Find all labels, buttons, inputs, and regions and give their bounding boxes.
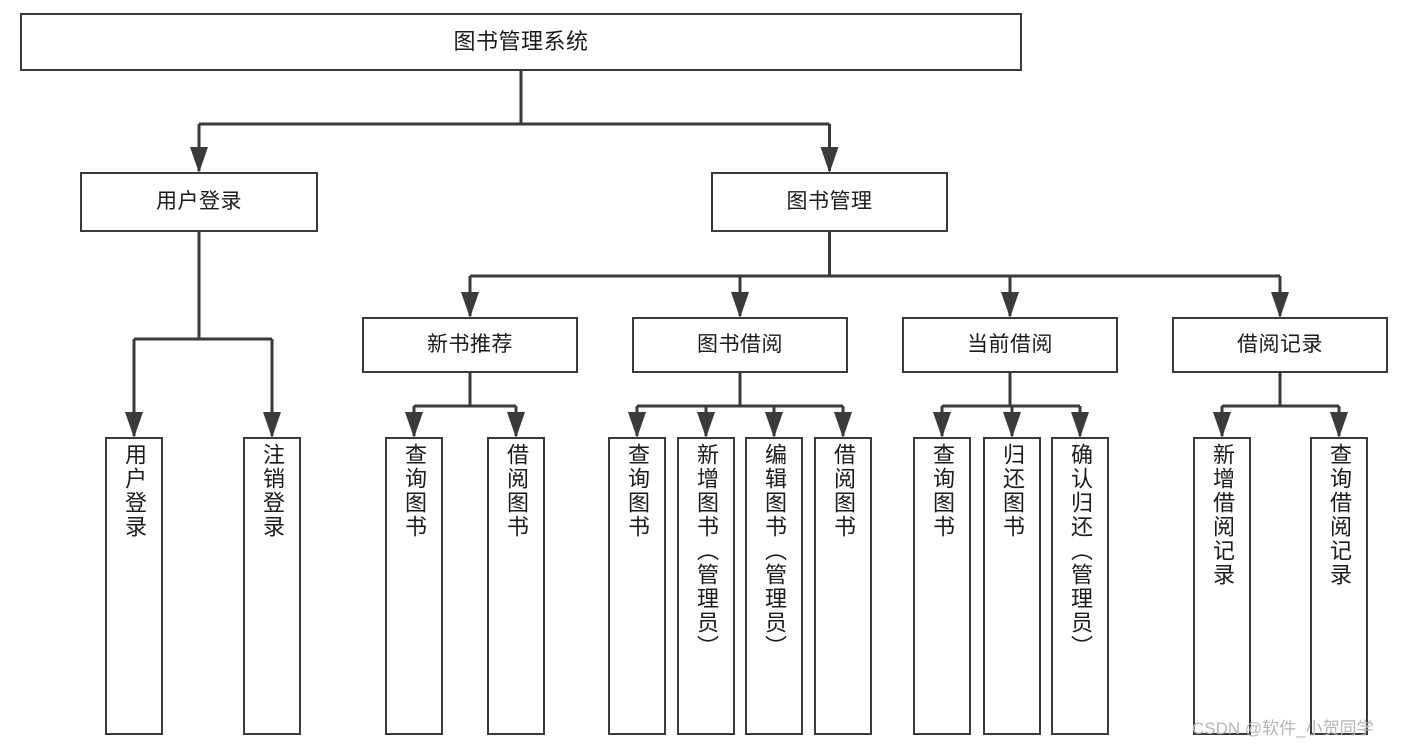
node-label-leaf-edit-book: 编辑图书（管理员）: [762, 443, 787, 659]
arrowhead-book-manage: [820, 147, 839, 173]
node-label-leaf-add-record: 新增借阅记录: [1210, 443, 1235, 587]
node-label-leaf-borrow-book-2: 借阅图书: [831, 443, 856, 539]
node-leaf-query-book-1[interactable]: 查询图书: [385, 437, 443, 735]
node-label-leaf-add-book: 新增图书（管理员）: [694, 443, 719, 659]
node-leaf-logout[interactable]: 注销登录: [243, 437, 301, 735]
node-borrow-record[interactable]: 借阅记录: [1172, 317, 1388, 373]
node-label-book-manage: 图书管理: [786, 189, 873, 213]
node-root[interactable]: 图书管理系统: [20, 13, 1022, 71]
node-label-user-login: 用户登录: [156, 189, 242, 213]
arrowhead-leaf-query-book-2: [628, 412, 646, 438]
arrowhead-borrow-record: [1271, 292, 1289, 318]
node-label-new-book-rec: 新书推荐: [427, 332, 513, 356]
node-book-borrow[interactable]: 图书借阅: [632, 317, 848, 373]
node-label-leaf-query-book-3: 查询图书: [930, 443, 955, 539]
node-user-login[interactable]: 用户登录: [80, 172, 318, 232]
csdn-watermark: CSDN @软件_小贺同学: [1192, 719, 1374, 738]
arrowhead-leaf-query-record: [1330, 412, 1348, 438]
node-leaf-add-record[interactable]: 新增借阅记录: [1193, 437, 1251, 735]
node-leaf-user-login[interactable]: 用户登录: [105, 437, 163, 735]
node-leaf-borrow-book-1[interactable]: 借阅图书: [487, 437, 545, 735]
arrowhead-leaf-return-book: [1003, 412, 1021, 438]
arrowhead-leaf-add-record: [1213, 412, 1231, 438]
arrowhead-leaf-borrow-book-2: [834, 412, 852, 438]
arrowhead-current-borrow: [1001, 292, 1019, 318]
arrowhead-leaf-user-login: [125, 412, 143, 438]
arrowhead-leaf-logout: [263, 412, 281, 438]
node-book-manage[interactable]: 图书管理: [711, 172, 948, 232]
node-label-root: 图书管理系统: [453, 29, 589, 55]
arrowhead-user-login: [190, 147, 208, 173]
node-label-book-borrow: 图书借阅: [697, 332, 783, 356]
node-label-leaf-query-record: 查询借阅记录: [1327, 443, 1352, 587]
node-leaf-edit-book[interactable]: 编辑图书（管理员）: [745, 437, 803, 735]
node-leaf-add-book[interactable]: 新增图书（管理员）: [677, 437, 735, 735]
node-leaf-query-book-3[interactable]: 查询图书: [913, 437, 971, 735]
node-leaf-query-book-2[interactable]: 查询图书: [608, 437, 666, 735]
arrowhead-new-book-rec: [461, 292, 479, 318]
node-new-book-rec[interactable]: 新书推荐: [362, 317, 578, 373]
node-label-current-borrow: 当前借阅: [967, 332, 1053, 356]
node-label-leaf-logout: 注销登录: [260, 443, 285, 539]
arrowhead-leaf-confirm-ret: [1071, 412, 1089, 438]
node-label-leaf-borrow-book-1: 借阅图书: [504, 443, 529, 539]
node-label-borrow-record: 借阅记录: [1237, 332, 1323, 356]
node-label-leaf-query-book-1: 查询图书: [402, 443, 427, 539]
arrowhead-book-borrow: [731, 292, 749, 318]
node-label-leaf-confirm-ret: 确认归还（管理员）: [1068, 443, 1093, 659]
node-leaf-confirm-ret[interactable]: 确认归还（管理员）: [1051, 437, 1109, 735]
node-label-leaf-user-login: 用户登录: [122, 443, 147, 539]
node-label-leaf-query-book-2: 查询图书: [625, 443, 650, 539]
arrowhead-leaf-add-book: [697, 412, 715, 438]
node-current-borrow[interactable]: 当前借阅: [902, 317, 1118, 373]
arrowhead-leaf-edit-book: [765, 412, 783, 438]
node-leaf-return-book[interactable]: 归还图书: [983, 437, 1041, 735]
arrowhead-leaf-query-book-3: [933, 412, 951, 438]
arrowhead-leaf-borrow-book-1: [507, 412, 525, 438]
arrowhead-leaf-query-book-1: [405, 412, 423, 438]
node-leaf-query-record[interactable]: 查询借阅记录: [1310, 437, 1368, 735]
node-leaf-borrow-book-2[interactable]: 借阅图书: [814, 437, 872, 735]
node-label-leaf-return-book: 归还图书: [1000, 443, 1025, 539]
